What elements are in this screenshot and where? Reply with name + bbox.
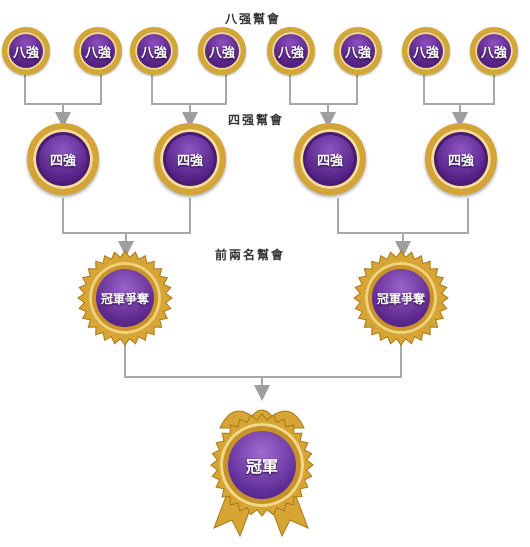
medal-label: 冠軍 [245,457,278,476]
medal-label: 四強 [49,153,76,169]
medal-semifinal-2[interactable]: 四強 [154,123,226,195]
medal-round-of-eight-4[interactable]: 八強 [198,27,246,75]
connector-r8-4 [423,72,495,105]
medal-final-1[interactable]: 冠軍爭奪 [89,262,161,334]
label-top-four: 四强幫會 [228,113,285,127]
medal-label: 八強 [480,45,507,61]
medal-round-of-eight-8[interactable]: 八強 [470,27,518,75]
medal-label: 四強 [176,153,203,169]
medal-label: 冠軍爭奪 [100,291,149,306]
connector-r8-2 [151,72,227,105]
connector-sf-1 [62,198,191,234]
medal-round-of-eight-3[interactable]: 八強 [130,27,178,75]
connector-sf-2 [337,198,469,234]
medal-label: 冠軍爭奪 [376,291,425,306]
connector-final [124,343,402,378]
label-top-eight: 八强幫會 [225,12,282,26]
medal-label: 四強 [447,153,474,169]
medal-round-of-eight-6[interactable]: 八強 [334,27,382,75]
medal-champion[interactable]: 冠軍 [220,423,304,507]
medal-round-of-eight-2[interactable]: 八強 [74,27,122,75]
connector-r8-3 [289,72,358,105]
medal-label: 八強 [412,45,439,61]
medal-semifinal-1[interactable]: 四強 [27,123,99,195]
medal-label: 八強 [84,45,111,61]
label-top-two: 前兩名幫會 [215,248,286,262]
medal-round-of-eight-5[interactable]: 八強 [267,27,315,75]
medal-label: 八強 [277,45,304,61]
medal-label: 四強 [316,153,343,169]
medal-semifinal-4[interactable]: 四強 [425,123,497,195]
connector-r8-1 [24,72,102,105]
medal-final-2[interactable]: 冠軍爭奪 [365,262,437,334]
medal-semifinal-3[interactable]: 四強 [294,123,366,195]
medal-label: 八強 [344,45,371,61]
medal-round-of-eight-1[interactable]: 八強 [2,27,50,75]
medal-label: 八強 [12,45,39,61]
medal-label: 八強 [140,45,167,61]
medal-round-of-eight-7[interactable]: 八強 [402,27,450,75]
medal-label: 八強 [208,45,235,61]
